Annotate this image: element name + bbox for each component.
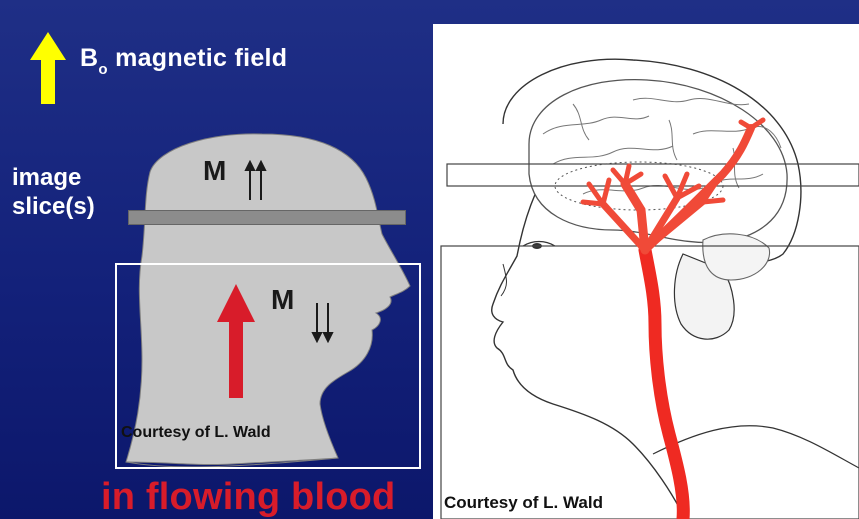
flow-arrow-icon bbox=[215, 282, 257, 400]
m-lower-label: M bbox=[271, 284, 294, 316]
m-upper-label: M bbox=[203, 155, 226, 187]
brain-vessel-drawing bbox=[433, 24, 859, 519]
m-lower-arrows-icon bbox=[311, 301, 335, 343]
courtesy-right: Courtesy of L. Wald bbox=[444, 493, 603, 513]
courtesy-left: Courtesy of L. Wald bbox=[121, 424, 271, 442]
flow-text: in flowing blood bbox=[101, 476, 395, 519]
m-upper-arrows-icon bbox=[244, 160, 268, 202]
slice-bar bbox=[128, 210, 406, 225]
